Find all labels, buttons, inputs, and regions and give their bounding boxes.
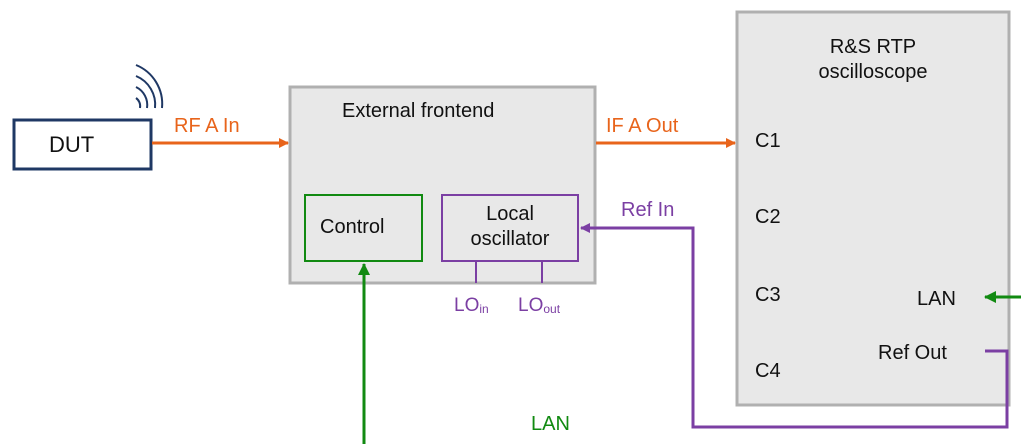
- lo-out-sub: out: [543, 302, 561, 316]
- control-box: [304, 194, 423, 262]
- lo-in-sub: in: [479, 302, 489, 316]
- lo-out-main: LO: [518, 295, 544, 316]
- channel-c3: C3: [755, 284, 781, 306]
- lo-in-main: LO: [454, 295, 480, 316]
- lo-in-label: LOin: [454, 296, 489, 315]
- local-oscillator-label-line2: oscillator: [470, 228, 550, 250]
- oscilloscope-title-line2: oscilloscope: [818, 61, 928, 83]
- local-oscillator-label-line1: Local: [486, 203, 534, 225]
- oscilloscope-box: [735, 10, 1011, 407]
- channel-c1: C1: [755, 130, 781, 152]
- ref-out-label: Ref Out: [878, 342, 947, 364]
- local-oscillator-label: Local oscillator: [442, 202, 578, 252]
- if-out-label: IF A Out: [606, 115, 679, 137]
- oscilloscope-lan-label: LAN: [917, 288, 956, 310]
- local-oscillator-box: [441, 194, 579, 262]
- oscilloscope-title: R&S RTP oscilloscope: [737, 35, 1009, 85]
- frontend-title: External frontend: [342, 100, 495, 122]
- control-label: Control: [320, 216, 385, 238]
- ref-in-label: Ref In: [621, 199, 675, 221]
- oscilloscope-title-line1: R&S RTP: [829, 36, 917, 58]
- lan-bottom-label: LAN: [531, 413, 570, 435]
- antenna-waves-icon: [135, 64, 164, 109]
- ref-signal-line: [580, 223, 1009, 429]
- lo-out-label: LOout: [518, 296, 560, 315]
- rf-in-label: RF A In: [174, 115, 240, 137]
- dut-label: DUT: [49, 132, 95, 157]
- channel-c2: C2: [755, 206, 781, 228]
- channel-c4: C4: [755, 360, 781, 382]
- dut-box: [12, 118, 153, 171]
